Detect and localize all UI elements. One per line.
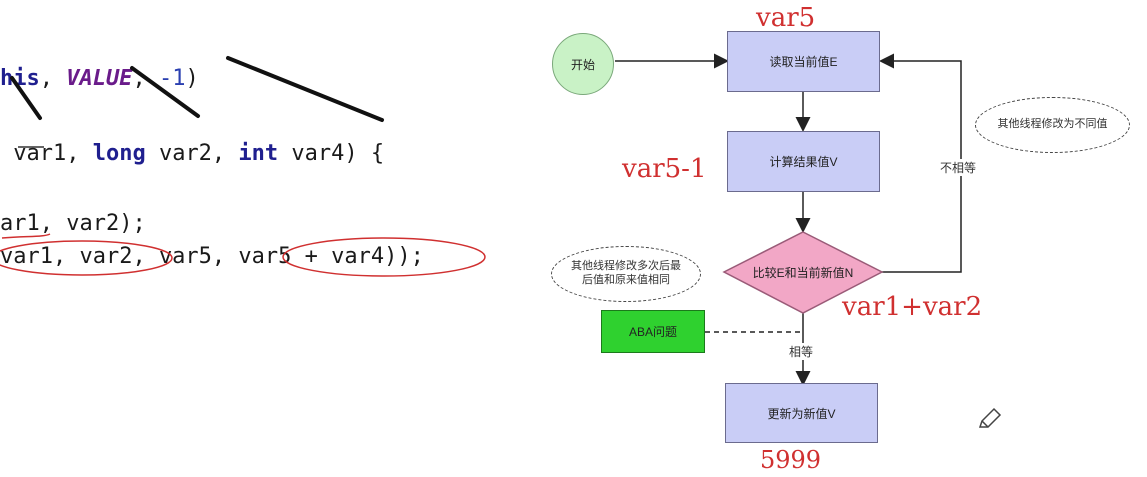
code-close: ) [185,66,199,91]
code-line-3: ar1, var2); [0,211,146,236]
pencil-icon[interactable] [978,407,1002,428]
code-sep: , [39,66,67,91]
read-label: 读取当前值E [769,55,838,69]
read-current-node: 读取当前值E [727,31,880,92]
code-text: var4) { [278,141,385,166]
start-label: 开始 [570,57,595,72]
code-text: var1, [0,141,93,166]
update-value-node: 更新为新值V [725,383,878,443]
compare-label: 比较E和当前新值N [752,265,854,280]
cloud-left-text: 其他线程修改多次后最后值和原来值相同 [571,260,681,286]
aba-problem-node: ABA问题 [601,310,705,353]
start-node: 开始 [552,33,614,95]
code-line-1: his, VALUE, -1) [0,41,199,91]
edge-label-equal: 相等 [789,343,814,360]
code-minus-one: -1 [158,66,186,91]
compute-result-node: 计算结果值V [727,131,880,192]
compute-label: 计算结果值V [769,155,838,169]
annotation-var5-minus-1: var5-1 [622,154,707,184]
edge-label-not-equal: 不相等 [940,159,977,176]
annotation-scribble: 5999 [760,446,822,474]
aba-label: ABA问题 [628,325,677,339]
code-line-4: var1, var2, var5, var5 + var4)); [0,244,424,269]
code-value-constant: VALUE [66,66,133,91]
update-label: 更新为新值V [767,406,836,421]
cloud-right-text: 其他线程修改为不同值 [997,118,1108,131]
cloud-note-different-value: 其他线程修改为不同值 [975,97,1130,153]
code-keyword-long: long [92,141,146,166]
compare-node: 比较E和当前新值N [724,258,882,286]
code-text: var2, [145,141,239,166]
annotation-var5: var5 [756,3,816,33]
code-line-2: var1, long var2, int var4) { [0,116,384,166]
cloud-note-aba: 其他线程修改多次后最后值和原来值相同 [551,246,701,302]
code-keyword-int: int [238,141,279,166]
annotation-var1-plus-var2: var1+var2 [842,292,983,322]
